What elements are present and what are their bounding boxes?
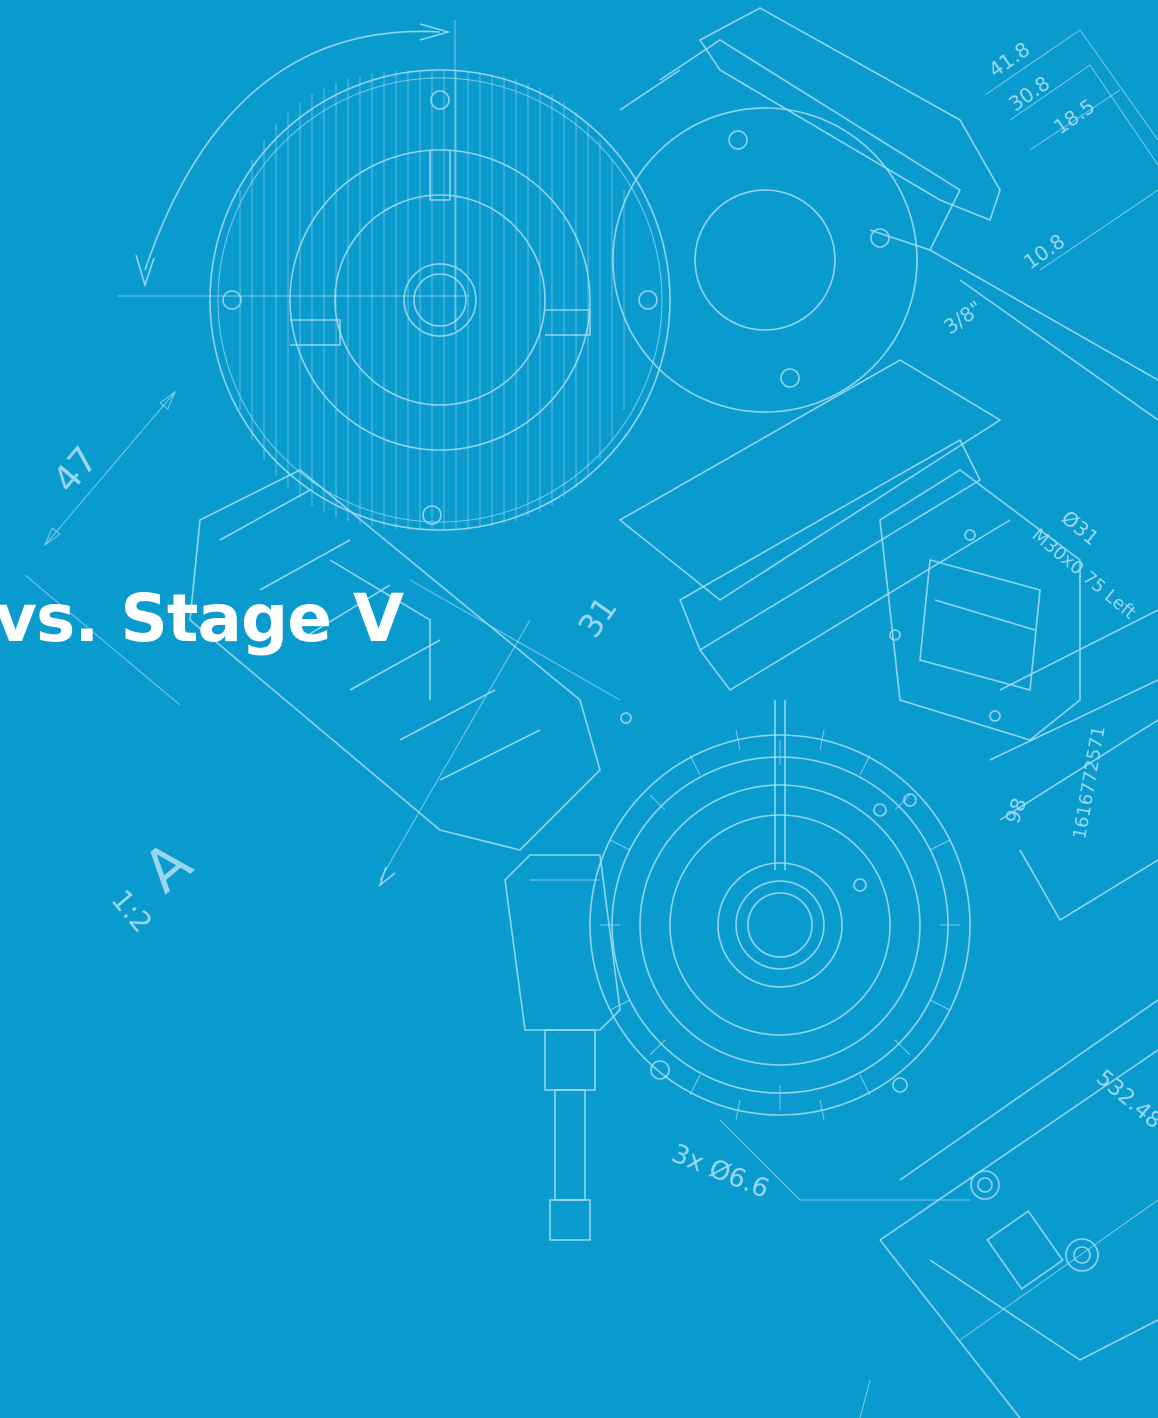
lower-housing [859, 999, 1158, 1418]
bracket-assembly: Ø31 M30x0.75 Left 1616772571 98 532.48 [618, 359, 1158, 1134]
slide-title: vs. Stage V [0, 580, 404, 657]
holes-label: 3x Ø6.6 [667, 1139, 773, 1205]
dim-98-label: 98 [1000, 795, 1031, 827]
junction-box [504, 854, 621, 1241]
fan-wheel [589, 700, 971, 1121]
view-letter-label: A [130, 828, 204, 906]
rotation-arrow [144, 30, 441, 271]
top-housing [619, 7, 1158, 421]
dim-3-8-in-label: 3/8" [939, 296, 987, 339]
dim-31-label: 31 [570, 589, 624, 644]
dim-30-8-label: 30.8 [1004, 71, 1054, 116]
part-number-label: 1616772571 [1069, 724, 1110, 840]
dim-47-label: 47 [45, 439, 106, 500]
rotation-arrow-head [135, 254, 155, 288]
motor-cylinder: 31 [189, 469, 632, 888]
dimension-stack: 41.8 30.8 18.5 10.8 3/8" [939, 29, 1158, 339]
view-marker: A 1:2 [105, 828, 205, 939]
dim-532-48-label: 532.48 [1091, 1065, 1158, 1134]
chuck-disc [209, 69, 671, 531]
dim-41-8-label: 41.8 [984, 37, 1034, 82]
dimension-47: 47 [24, 390, 181, 706]
rotation-arrow-tail [419, 23, 451, 41]
scale-label: 1:2 [105, 883, 159, 939]
pulley-disc [612, 107, 918, 413]
